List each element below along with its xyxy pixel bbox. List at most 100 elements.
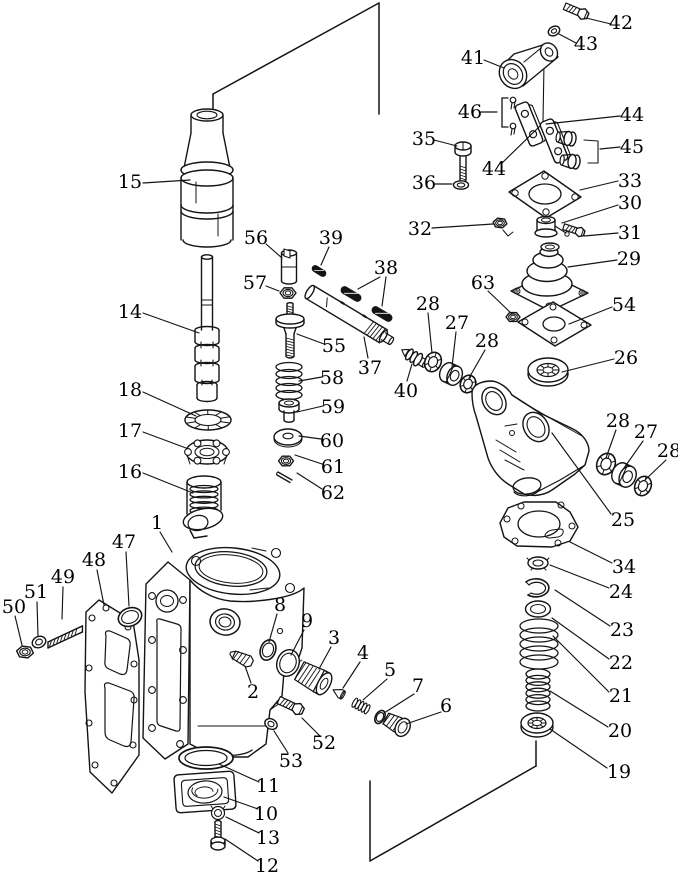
callout-label-9-56: 9 xyxy=(301,610,313,632)
part-25-bracket xyxy=(471,380,590,497)
part-59-guide xyxy=(278,398,300,423)
callout-label-4-58: 4 xyxy=(357,642,369,664)
callout-label-50-53: 50 xyxy=(2,596,26,618)
part-12-bolt xyxy=(210,819,226,851)
callout-label-6-61: 6 xyxy=(440,695,452,717)
part-32-nut xyxy=(492,217,514,237)
part-52-bolt xyxy=(276,695,305,716)
callout-label-19-30: 19 xyxy=(607,761,631,783)
callout-label-20-29: 20 xyxy=(608,720,632,742)
part-37-rod xyxy=(304,284,395,346)
callout-label-34-24: 34 xyxy=(612,556,636,578)
callout-label-40-48: 40 xyxy=(394,380,418,402)
part-5-spring xyxy=(351,697,371,715)
part-17-slotted-nut xyxy=(184,439,230,465)
callout-label-13-66: 13 xyxy=(256,827,280,849)
part-23-snap-ring xyxy=(525,578,550,598)
callout-label-27-18: 27 xyxy=(445,312,469,334)
part-6-plug xyxy=(382,712,411,738)
part-10-flange xyxy=(173,770,237,814)
callout-label-61-45: 61 xyxy=(321,456,345,478)
part-61-nut xyxy=(277,455,295,467)
callout-label-29-13: 29 xyxy=(617,248,641,270)
callout-label-28-20: 28 xyxy=(606,410,630,432)
callout-label-51-52: 51 xyxy=(24,581,48,603)
callout-label-44-4: 44 xyxy=(620,104,644,126)
callout-label-35-7: 35 xyxy=(412,128,436,150)
part-58-spring xyxy=(275,361,303,401)
callout-label-49-51: 49 xyxy=(51,566,75,588)
callout-label-25-23: 25 xyxy=(611,509,635,531)
bolt-shape xyxy=(562,223,586,238)
frame-lines xyxy=(212,2,537,862)
callout-label-62-46: 62 xyxy=(321,482,345,504)
bushing-shape xyxy=(611,462,637,488)
part-8-o-ring xyxy=(259,639,277,661)
callout-label-60-44: 60 xyxy=(320,430,344,452)
callout-label-37-47: 37 xyxy=(358,357,382,379)
part-51-washer xyxy=(31,635,47,649)
callout-label-32-12: 32 xyxy=(408,218,432,240)
part-33-gasket xyxy=(508,170,582,219)
part-28-seal-ring-1 xyxy=(423,351,443,373)
callout-label-23-26: 23 xyxy=(610,619,634,641)
part-29-boot xyxy=(510,242,589,312)
part-26-bearing xyxy=(527,357,569,387)
callout-label-28-19: 28 xyxy=(475,330,499,352)
part-54-plate xyxy=(517,301,592,347)
part-38-keys xyxy=(340,286,393,322)
callout-label-12-67: 12 xyxy=(255,855,279,873)
callout-label-47-49: 47 xyxy=(112,531,136,553)
callout-label-15-31: 15 xyxy=(118,171,142,193)
callout-label-31-11: 31 xyxy=(618,222,642,244)
part-14-spool xyxy=(194,254,220,403)
part-34-gasket xyxy=(499,501,579,548)
part-11-o-ring xyxy=(178,746,234,770)
part-20-spring xyxy=(525,668,551,712)
part-45-bolts xyxy=(555,130,599,170)
part-28-seal-ring-3 xyxy=(595,452,617,476)
part-50-nut xyxy=(15,645,35,659)
part-56-piston xyxy=(280,248,298,285)
callout-label-1-36: 1 xyxy=(151,512,163,534)
callout-label-11-64: 11 xyxy=(256,775,280,797)
callout-label-38-40: 38 xyxy=(374,257,398,279)
part-36-washer xyxy=(452,180,470,190)
part-49-stud xyxy=(47,625,84,649)
callout-label-10-65: 10 xyxy=(254,803,278,825)
part-43-washer xyxy=(547,25,561,37)
part-46-clips xyxy=(501,96,517,136)
callout-label-54-15: 54 xyxy=(612,294,636,316)
part-27-bushing-1 xyxy=(438,362,464,386)
part-24-grooved-washer xyxy=(526,556,550,571)
callout-label-2-54: 2 xyxy=(247,681,259,703)
part-22-washer xyxy=(524,600,552,618)
callout-label-56-37: 56 xyxy=(244,227,268,249)
part-57-nut xyxy=(279,287,297,299)
callout-label-30-10: 30 xyxy=(618,192,642,214)
callout-label-58-42: 58 xyxy=(320,367,344,389)
callout-label-27-21: 27 xyxy=(634,421,658,443)
callout-label-3-57: 3 xyxy=(328,627,340,649)
part-7-o-ring xyxy=(374,709,386,725)
callout-label-43-1: 43 xyxy=(574,33,598,55)
callout-label-28-22: 28 xyxy=(657,440,678,462)
part-19-seal xyxy=(520,712,554,738)
callout-label-28-17: 28 xyxy=(416,293,440,315)
part-41-lever xyxy=(498,42,559,90)
callout-label-24-25: 24 xyxy=(609,581,633,603)
part-60-washer xyxy=(273,428,303,448)
part-47-o-ring xyxy=(117,606,143,628)
part-28-seal-ring-4 xyxy=(633,475,653,497)
callout-label-5-59: 5 xyxy=(384,659,396,681)
callout-label-52-62: 52 xyxy=(312,732,336,754)
bushing-shape xyxy=(438,362,464,386)
callout-label-8-55: 8 xyxy=(274,594,286,616)
part-53-washer xyxy=(264,717,278,731)
part-3-seat-fitting xyxy=(294,661,333,696)
callout-label-22-27: 22 xyxy=(609,652,633,674)
callout-label-44-6: 44 xyxy=(482,158,506,180)
callout-label-16-35: 16 xyxy=(118,461,142,483)
callout-label-48-50: 48 xyxy=(82,549,106,571)
